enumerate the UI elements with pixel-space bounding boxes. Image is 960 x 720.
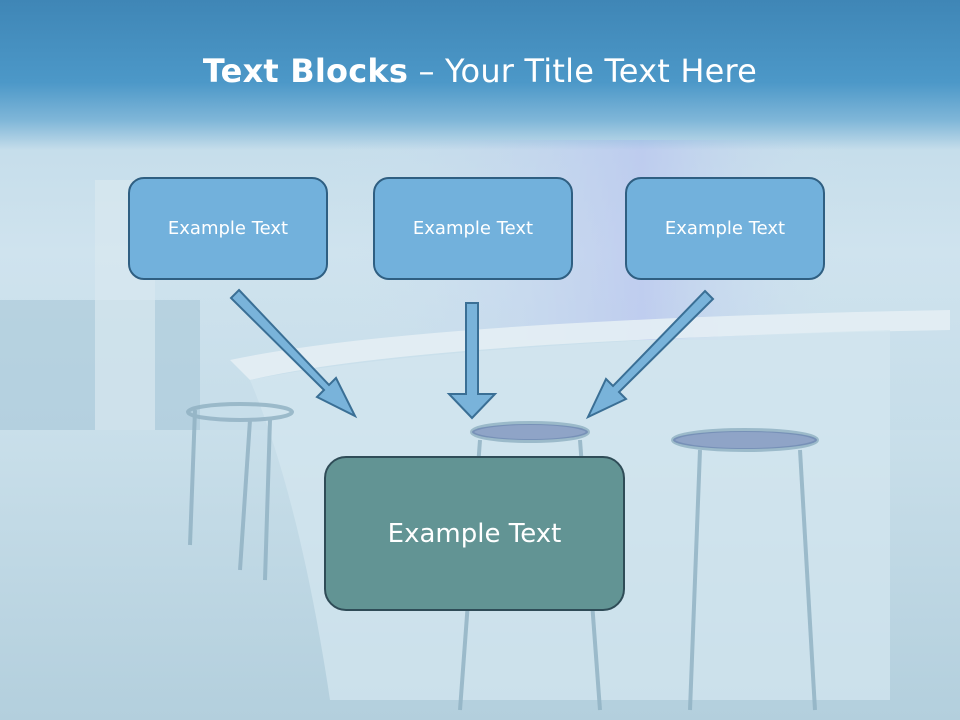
- slide-title: Text Blocks – Your Title Text Here: [0, 52, 960, 90]
- arrow-right: [585, 289, 715, 420]
- text-block-1[interactable]: Example Text: [128, 177, 328, 280]
- text-block-2[interactable]: Example Text: [373, 177, 573, 280]
- text-block-1-label: Example Text: [167, 218, 289, 239]
- main-text-block-label: Example Text: [387, 518, 562, 549]
- title-bold: Text Blocks: [202, 52, 409, 90]
- main-text-block[interactable]: Example Text: [324, 456, 625, 611]
- title-rest: – Your Title Text Here: [408, 52, 758, 90]
- text-block-2-label: Example Text: [412, 218, 534, 239]
- text-block-3[interactable]: Example Text: [625, 177, 825, 280]
- arrow-left: [229, 288, 358, 419]
- text-block-3-label: Example Text: [664, 218, 786, 239]
- arrow-center: [446, 302, 498, 420]
- header-band: [0, 0, 960, 150]
